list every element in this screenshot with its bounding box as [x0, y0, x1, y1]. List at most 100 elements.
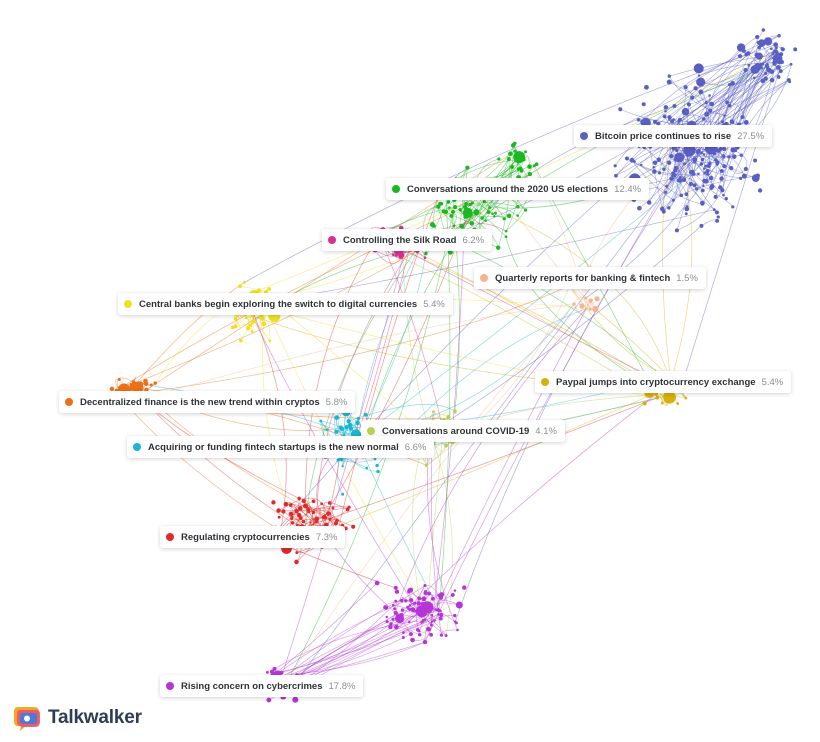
network-node	[721, 120, 725, 124]
topic-tag-cybercrimes[interactable]: Rising concern on cybercrimes 17.8%	[160, 675, 364, 697]
network-node	[739, 176, 743, 180]
network-node	[292, 696, 299, 703]
network-edge	[698, 61, 782, 76]
network-node	[297, 506, 303, 511]
network-node	[456, 628, 459, 632]
network-node	[250, 330, 254, 334]
network-node	[671, 146, 676, 151]
network-edge	[303, 225, 435, 540]
network-node	[510, 143, 516, 148]
network-node	[267, 286, 272, 291]
network-node	[424, 463, 429, 467]
network-edge	[525, 151, 587, 309]
network-node	[344, 425, 349, 430]
network-node	[373, 457, 377, 461]
network-node	[672, 118, 676, 121]
network-node	[692, 183, 697, 188]
network-edge	[377, 233, 446, 440]
network-node	[250, 314, 254, 318]
network-node	[662, 114, 667, 119]
topic-label: Controlling the Silk Road	[343, 234, 457, 246]
network-node	[716, 215, 720, 219]
network-node	[453, 613, 457, 618]
topic-label: Conversations around COVID-19	[382, 425, 530, 437]
network-node	[427, 591, 432, 596]
network-node	[771, 52, 775, 56]
network-edge	[425, 393, 657, 592]
network-node	[341, 492, 345, 496]
topic-tag-elections[interactable]: Conversations around the 2020 US electio…	[386, 178, 650, 200]
network-node	[724, 196, 728, 201]
network-node	[375, 463, 379, 468]
network-node	[713, 194, 718, 199]
network-edge	[146, 285, 570, 393]
network-node	[718, 185, 723, 190]
network-node	[667, 74, 671, 78]
network-node	[747, 63, 751, 67]
network-node	[251, 318, 256, 324]
network-node	[778, 69, 783, 73]
network-node	[279, 670, 284, 675]
network-node	[437, 613, 440, 616]
topic-label: Decentralized finance is the new trend w…	[80, 396, 320, 408]
network-node	[629, 157, 635, 163]
network-node	[652, 169, 657, 174]
network-node	[675, 148, 679, 153]
network-edge	[424, 420, 445, 643]
network-node	[672, 104, 677, 109]
network-edge	[631, 160, 674, 201]
network-node	[696, 77, 706, 87]
network-node	[750, 65, 760, 74]
topic-tag-banking[interactable]: Quarterly reports for banking & fintech …	[474, 267, 706, 289]
network-node	[506, 213, 512, 219]
network-node	[731, 154, 737, 159]
topic-tag-fintech[interactable]: Acquiring or funding fintech startups is…	[127, 436, 435, 458]
network-edge	[424, 152, 688, 643]
network-node	[727, 155, 731, 159]
network-node	[311, 499, 316, 504]
network-node	[311, 510, 316, 515]
network-node	[765, 62, 769, 66]
topic-label: Rising concern on cybercrimes	[181, 680, 323, 692]
topic-tag-central-banks[interactable]: Central banks begin exploring the switch…	[118, 293, 453, 315]
network-node	[696, 148, 701, 154]
network-node	[408, 604, 412, 607]
network-node	[588, 307, 592, 311]
network-node	[495, 245, 501, 250]
network-node	[413, 601, 417, 605]
topic-color-dot	[328, 236, 336, 244]
network-node	[302, 503, 308, 509]
network-node	[294, 509, 298, 513]
network-node	[719, 176, 724, 181]
network-node	[404, 599, 408, 603]
network-node	[722, 147, 727, 152]
network-node	[669, 176, 674, 181]
network-node	[301, 499, 306, 504]
network-edge	[146, 150, 516, 390]
network-node	[290, 521, 295, 525]
network-node	[691, 171, 696, 176]
network-node	[430, 596, 435, 601]
network-node	[376, 469, 380, 474]
network-node	[584, 307, 588, 310]
network-node	[339, 426, 345, 432]
network-node	[743, 67, 748, 73]
network-node	[288, 503, 293, 507]
network-node	[667, 160, 672, 165]
topic-tag-paypal[interactable]: Paypal jumps into cryptocurrency exchang…	[535, 371, 792, 393]
network-node	[363, 412, 368, 417]
network-node	[486, 210, 491, 214]
topic-tag-bitcoin[interactable]: Bitcoin price continues to rise 27.5%	[574, 125, 773, 147]
brand-name: Talkwalker	[48, 707, 142, 728]
network-node	[513, 149, 517, 153]
network-node	[698, 89, 704, 95]
topic-tag-defi[interactable]: Decentralized finance is the new trend w…	[59, 391, 356, 413]
topic-tag-regulating[interactable]: Regulating cryptocurrencies 7.3%	[160, 526, 346, 548]
network-node	[257, 288, 261, 293]
network-node	[394, 624, 399, 630]
topic-color-dot	[580, 132, 588, 140]
network-edge	[305, 229, 384, 507]
topic-tag-silkroad[interactable]: Controlling the Silk Road 6.2%	[322, 229, 493, 251]
network-node	[417, 632, 422, 637]
topic-share: 27.5%	[737, 130, 765, 142]
